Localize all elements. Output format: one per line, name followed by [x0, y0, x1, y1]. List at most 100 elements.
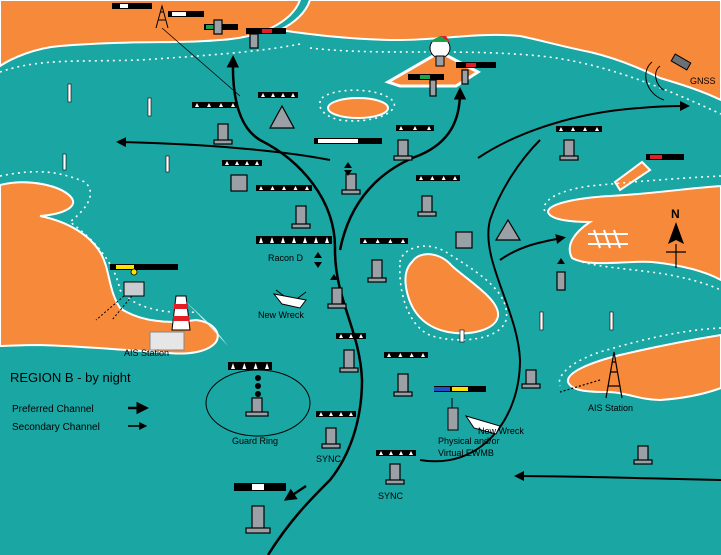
- guard-ring-label: Guard Ring: [232, 436, 278, 446]
- physical-label-1: Physical and/or: [438, 436, 500, 446]
- light-flash-mark: [379, 451, 383, 455]
- light-flash-mark: [325, 237, 329, 243]
- secondary-channel-east: [477, 101, 690, 159]
- mast-north: [155, 4, 241, 97]
- bar-a4: [314, 138, 382, 144]
- bar-top-1: [112, 3, 152, 9]
- light-flash-mark: [421, 353, 425, 357]
- light-flash-mark: [388, 239, 393, 243]
- light-flash-mark: [339, 334, 343, 338]
- land-west: [0, 181, 219, 355]
- secondary-channel-west: [116, 137, 331, 161]
- bar-a5: [556, 126, 602, 132]
- light-flash-mark: [409, 353, 414, 357]
- light-flash-mark: [242, 363, 247, 369]
- light-flash-mark: [253, 363, 258, 369]
- light-flash-mark: [225, 161, 229, 165]
- light-flash-mark: [595, 127, 599, 131]
- light-flash-mark: [281, 237, 285, 243]
- light-flash-mark: [559, 127, 563, 131]
- buoy-5: [291, 205, 311, 229]
- light-flash-mark: [399, 126, 403, 130]
- island-north: [327, 97, 389, 119]
- buoy-3: [341, 173, 361, 195]
- preferred-channel-tail: [283, 484, 307, 501]
- wreck-right: [464, 415, 501, 435]
- light-flash-mark: [359, 334, 363, 338]
- light-flash-mark: [401, 239, 405, 243]
- land-north-east: [276, 0, 721, 102]
- light-flash-mark: [231, 363, 235, 369]
- light-flash-mark: [413, 126, 417, 130]
- ladder-structure: [588, 229, 628, 249]
- ais-station-west: [95, 268, 145, 321]
- white-posts: [62, 83, 614, 343]
- light-flash-mark: [409, 451, 413, 455]
- day-marks: [230, 104, 522, 249]
- light-flash-mark: [281, 93, 285, 97]
- buoy-15: [633, 445, 653, 465]
- ais-station-left-label: AIS Station: [124, 348, 169, 358]
- light-flash-mark: [398, 353, 403, 357]
- secondary-channel-south: [514, 471, 721, 482]
- buoy-19: [249, 33, 259, 49]
- legend-secondary-label: Secondary Channel: [12, 422, 100, 433]
- bar-a1: [258, 92, 298, 98]
- light-flash-mark: [419, 176, 423, 180]
- buoy-13: [385, 463, 405, 485]
- bar-a15: [376, 450, 416, 456]
- secondary-channel-loop: [419, 139, 541, 463]
- light-flash-mark: [399, 451, 403, 455]
- light-flash-mark: [245, 161, 249, 165]
- buoy-11: [245, 397, 269, 417]
- bar-red-top: [246, 28, 286, 34]
- preferred-channel-branch: [338, 87, 467, 251]
- light-flash-mark: [583, 127, 587, 131]
- satellite-icon: [645, 53, 692, 101]
- buoy-2: [393, 139, 413, 161]
- light-flash-mark: [430, 176, 435, 180]
- buoy-6: [417, 195, 437, 217]
- buoy-9: [339, 349, 359, 373]
- light-flash-mark: [387, 353, 391, 357]
- buoy-12: [321, 427, 341, 449]
- light-flash-mark: [363, 239, 367, 243]
- light-flash-mark: [441, 176, 446, 180]
- sync-right-label: SYNC: [378, 491, 404, 501]
- bar-a2: [192, 102, 238, 108]
- buoy-10: [393, 373, 413, 397]
- triangle-mark-2: [494, 218, 522, 241]
- light-flash-mark: [282, 186, 286, 190]
- bar-jetty-red: [456, 62, 496, 68]
- bar-yellow-west: [110, 264, 178, 270]
- light-flash-mark: [329, 412, 333, 416]
- ais-station-right-label: AIS Station: [588, 403, 633, 413]
- radar-dish-icon: [429, 36, 451, 67]
- light-flash-mark: [375, 239, 380, 243]
- light-flash-mark: [219, 103, 223, 107]
- square-mark-1: [230, 174, 248, 192]
- buoy-17: [556, 271, 566, 291]
- bar-a7: [416, 175, 460, 181]
- buoy-1: [213, 123, 233, 145]
- light-flash-mark: [259, 237, 263, 243]
- light-flash-mark: [314, 237, 318, 243]
- new-wreck-right-label: New Wreck: [478, 426, 524, 436]
- north-arrow-icon: [666, 222, 686, 268]
- bar-a10: [360, 238, 408, 244]
- light-bars: [4, 0, 684, 491]
- buoy-16: [245, 505, 271, 534]
- bar-a13: [228, 362, 272, 370]
- buoy-18: [213, 19, 223, 35]
- wreck-icon: [272, 289, 501, 435]
- buoy-21: [461, 69, 469, 85]
- buoy-20: [429, 79, 437, 97]
- bar-a6: [222, 160, 262, 166]
- legend-title: REGION B - by night: [10, 370, 131, 385]
- light-flash-mark: [305, 186, 309, 190]
- buoy-8: [327, 287, 347, 309]
- light-flash-mark: [292, 237, 296, 243]
